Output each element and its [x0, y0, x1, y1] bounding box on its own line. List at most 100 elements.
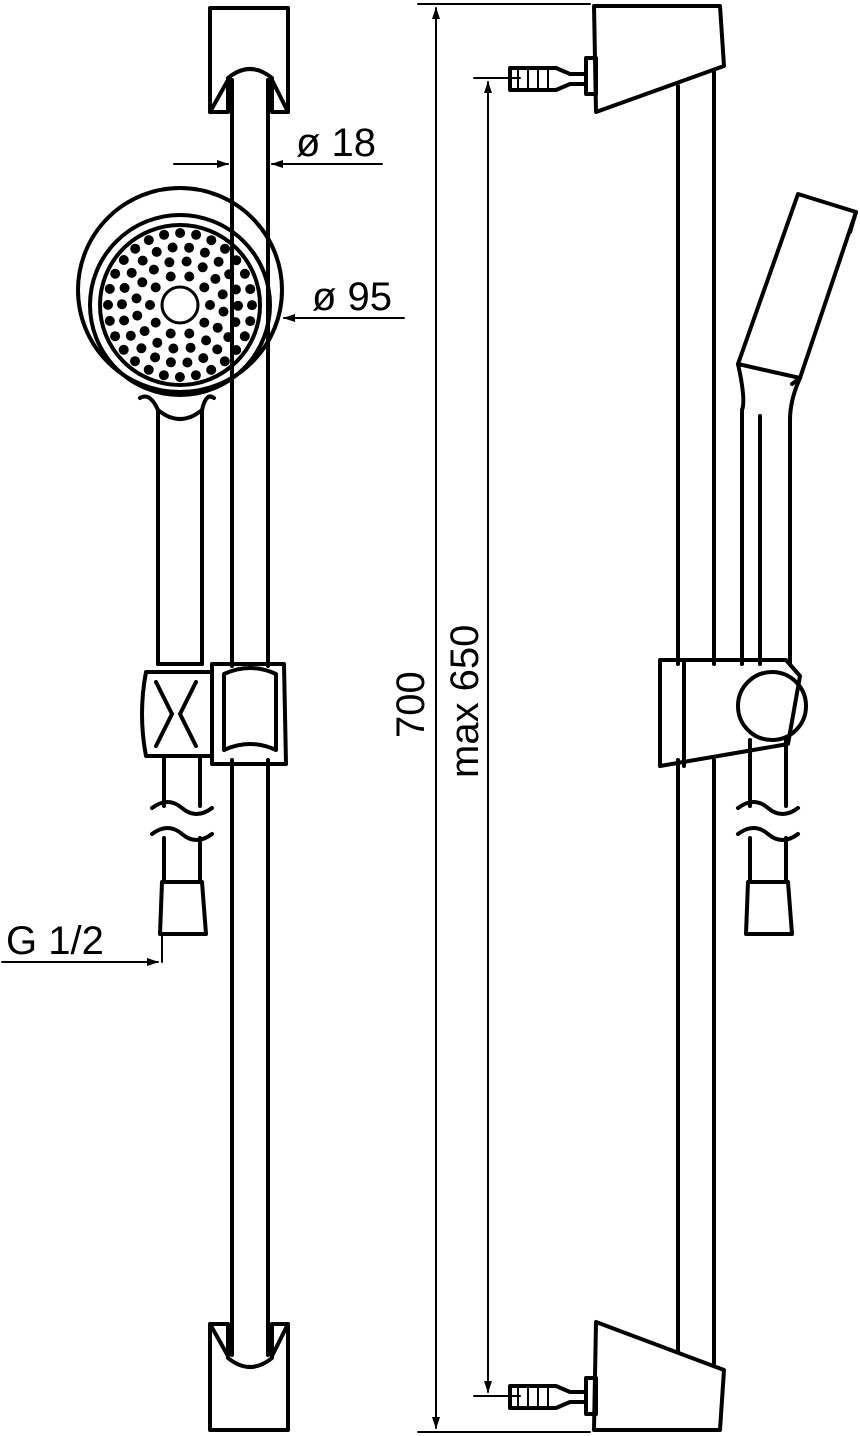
- nozzle-dot: [165, 328, 176, 339]
- nozzle-dot: [150, 317, 161, 328]
- nozzle-dot: [175, 228, 186, 238]
- nozzle-dot: [158, 370, 169, 381]
- nozzle-dot: [164, 257, 175, 268]
- nozzle-dot: [205, 300, 215, 310]
- dim-adjust-range: max 650: [443, 77, 521, 1397]
- nozzle-dot: [230, 284, 241, 295]
- nozzle-dot: [119, 282, 130, 293]
- total-length-label: 700: [389, 671, 433, 738]
- nozzle-dot: [132, 310, 143, 321]
- dim-rail-diameter: ø 18: [173, 121, 383, 168]
- side-view: [508, 4, 858, 1432]
- nozzle-dot: [220, 243, 230, 254]
- nozzle-dot: [233, 300, 243, 311]
- nozzle-dot: [199, 317, 210, 328]
- nozzle-dot: [245, 284, 256, 295]
- nozzle-dot: [210, 273, 221, 284]
- nozzle-dot: [150, 282, 161, 293]
- nozzle-dot: [181, 256, 192, 267]
- nozzle-dot: [199, 247, 210, 258]
- nozzle-dot: [104, 315, 115, 326]
- nozzle-dot: [231, 345, 242, 355]
- nozzle-dot: [218, 306, 229, 317]
- nozzle-dot: [185, 342, 196, 353]
- nozzle-dot: [198, 353, 209, 364]
- nozzle-dot: [139, 326, 150, 337]
- nozzle-dot: [130, 243, 141, 254]
- nozzle-dot: [125, 330, 136, 341]
- nozzle-dot: [184, 242, 195, 253]
- nozzle-dot: [239, 268, 250, 279]
- nozzle-dot: [184, 271, 195, 282]
- side-rail: [676, 68, 716, 1368]
- front-bottom-bracket: [208, 1322, 290, 1432]
- nozzle-dot: [150, 352, 161, 363]
- nozzle-dot: [213, 256, 224, 267]
- nozzle-dot: [103, 299, 113, 310]
- side-shower: [736, 192, 858, 666]
- nozzle-dot: [239, 331, 250, 342]
- bottom-wall-screw: [508, 1384, 588, 1410]
- nozzle-dot: [104, 283, 115, 294]
- front-view: ø 18 ø 95 G 1/2: [1, 6, 405, 1432]
- nozzle-dot: [223, 332, 234, 343]
- nozzle-dot: [137, 277, 148, 288]
- nozzle-dot: [212, 344, 223, 355]
- nozzle-dot: [190, 370, 201, 381]
- nozzle-dot: [230, 317, 241, 328]
- nozzle-dot: [174, 372, 185, 382]
- nozzle-dot: [245, 316, 256, 327]
- nozzle-dot: [165, 271, 176, 282]
- nozzle-dot: [159, 229, 170, 240]
- front-top-bracket: [208, 6, 290, 114]
- nozzle-dot: [217, 289, 228, 300]
- nozzle-dot: [119, 315, 130, 326]
- nozzle-dot: [231, 255, 242, 266]
- nozzle-dot: [137, 255, 148, 266]
- nozzle-dot: [118, 344, 129, 355]
- nozzle-dot: [117, 299, 127, 310]
- nozzle-dot: [151, 246, 162, 257]
- head-diameter-label: ø 95: [312, 275, 392, 319]
- nozzle-dot: [110, 331, 121, 342]
- nozzle-dot: [206, 235, 217, 246]
- nozzle-dot: [206, 364, 217, 375]
- front-shower-head: [76, 186, 284, 397]
- nozzle-dot: [165, 357, 176, 368]
- side-bottom-bracket: [584, 1320, 726, 1432]
- nozzle-dot: [145, 300, 155, 310]
- nozzle-dot: [219, 356, 230, 367]
- nozzle-dot: [152, 337, 163, 348]
- nozzle-dot: [110, 268, 121, 279]
- nozzle-dot: [197, 262, 208, 273]
- nozzle-dot: [148, 264, 159, 275]
- nozzle-dot: [136, 343, 147, 354]
- nozzle-dot: [224, 269, 235, 280]
- nozzle-dot: [191, 229, 202, 240]
- dim-thread: G 1/2: [1, 919, 159, 966]
- nozzle-dot: [143, 364, 154, 375]
- nozzle-dot: [201, 335, 212, 346]
- nozzle-dot: [126, 267, 137, 278]
- rail-diameter-label: ø 18: [296, 121, 376, 165]
- side-slider: [658, 658, 808, 768]
- thread-label: G 1/2: [6, 919, 104, 963]
- nozzle-pattern: [103, 228, 257, 382]
- dim-total-length: 700: [389, 3, 591, 1433]
- nozzle-dot: [184, 328, 195, 339]
- front-hose: [150, 754, 214, 963]
- nozzle-dot: [130, 356, 140, 367]
- nozzle-dot: [143, 235, 154, 246]
- nozzle-dot: [199, 282, 210, 293]
- nozzle-dot: [247, 300, 257, 311]
- side-top-bracket: [584, 4, 726, 114]
- nozzle-dot: [131, 293, 142, 304]
- side-hose: [736, 738, 800, 936]
- adjust-range-label: max 650: [443, 625, 487, 778]
- front-rail: [230, 78, 270, 1357]
- nozzle-dot: [212, 322, 223, 333]
- front-shower-handle: [138, 394, 216, 666]
- dim-head-diameter: ø 95: [283, 275, 405, 322]
- nozzle-dot: [182, 357, 193, 368]
